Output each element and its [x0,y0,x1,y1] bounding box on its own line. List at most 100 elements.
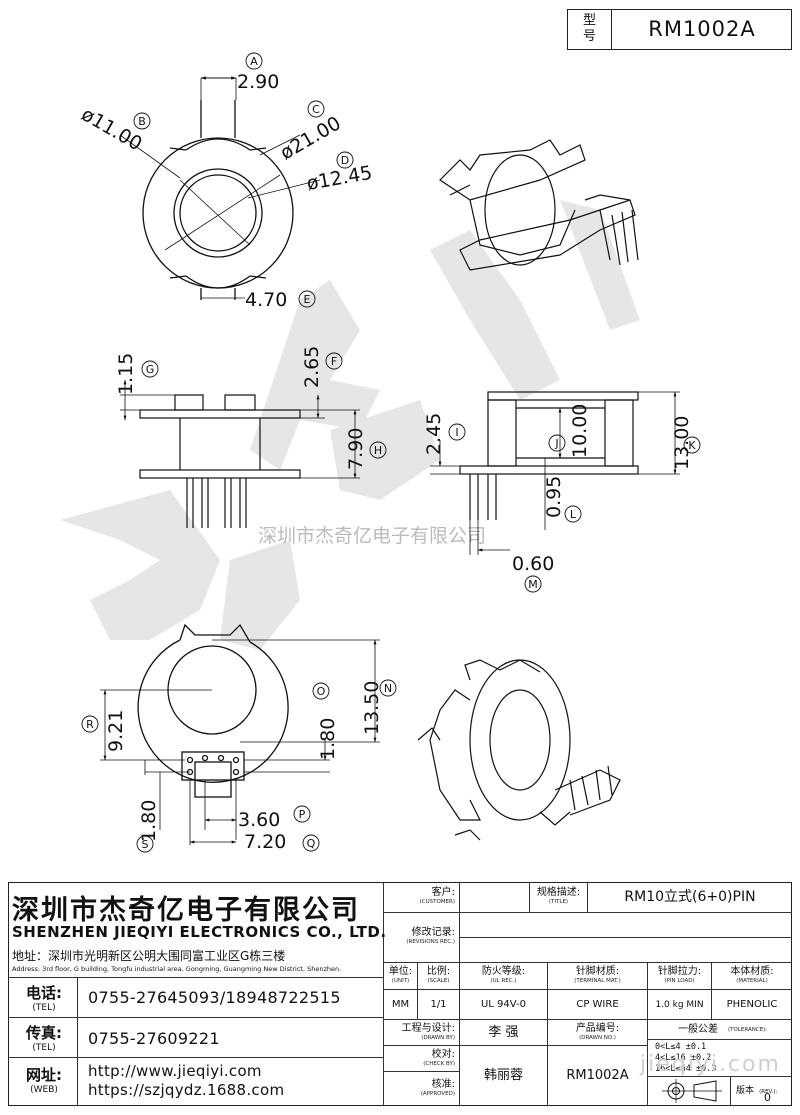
tolerance-label-cn: 一般公差 [678,1024,718,1035]
pinload-label-cell: 针脚拉力: (PIN LOAD) [648,963,712,990]
drawing-no-label-en: (DRAWN NO.) [579,1035,616,1041]
tolerance-table: 0<L≤4 ±0.1 4<L≤16 ±0.2 16<L≤64 ±0.3 [655,1042,716,1075]
side-view-2-dims: 2.45 10.00 13.00 0.95 0.60 [423,404,693,575]
projection-symbol-icon [662,1079,722,1103]
model-value: RM1002A [648,17,756,41]
web-label-cn: 网址: [26,1066,62,1084]
terminal-value: CP WIRE [548,990,648,1020]
dim-a: 2.90 [237,71,279,93]
tag-p: P [299,808,306,821]
web-row [8,1058,384,1106]
material-value: PHENOLIC [712,990,792,1020]
tolerance-row-1: 0<L≤4 ±0.1 [655,1042,707,1052]
unit-label-en: (UNIT) [391,978,410,984]
revisions-line-2 [460,938,792,963]
dim-q: 7.20 [244,831,286,853]
drawn-label-en: (DRAWN BY) [421,1035,455,1041]
dim-h: 7.90 [345,428,367,470]
unit-label-cell: 单位: (UNIT) [384,963,418,990]
tolerance-label-en: (TOLERANCE): [728,1027,768,1033]
web-label: 网址:(WEB) [14,1064,74,1095]
fax-label-en: (TEL) [32,1043,56,1053]
tag-m: M [528,578,538,591]
customer-label-cell: 客户: (CUSTOMER) [384,882,460,913]
model-label-top: 型 [582,13,596,28]
iso-view-2 [417,659,621,841]
dim-b: ø11.00 [78,103,146,155]
title-value: RM10立式(6+0)PIN [588,882,792,913]
fax-label: 传真:(TEL) [14,1022,74,1053]
revisions-label-en: (REVISIONS REC.) [406,939,455,945]
dim-m: 0.60 [512,553,554,575]
drawing-no-label-cell: 产品编号: (DRAWN NO.) [548,1020,648,1046]
company-address-cn: 地址：深圳市光明新区公明大围同富工业区G栋三楼 [12,949,286,963]
dim-g: 1.15 [115,353,137,395]
web-url-1[interactable]: http://www.jieqiyi.com [88,1062,262,1080]
drawn-value: 李 强 [460,1020,548,1046]
rev-value: 0 [764,1091,771,1104]
fax-row [8,1018,384,1058]
terminal-label-en: (TERMINAL MAT.) [574,978,621,984]
tel-value: 0755-27645093/18948722515 [88,988,341,1007]
fax-label-cn: 传真: [26,1024,62,1042]
scale-value: 1/1 [418,990,460,1020]
approved-label-cell: 核准: (APPROVED) [384,1072,460,1106]
revisions-label-cell: 修改记录: (REVISIONS REC.) [384,913,460,963]
approved-label-cn: 核准: [431,1079,455,1090]
rev-divider [648,1076,792,1077]
scale-label-en: (SCALE) [427,978,450,984]
terminal-label-cn: 针脚材质: [575,966,620,977]
dim-c: ø21.00 [277,112,345,164]
dim-o: 1.80 [317,718,339,760]
tag-f: F [331,355,337,368]
bottom-view-tags: R O N S P Q [81,679,397,853]
customer-value [460,882,530,913]
pinload-value: 1.0 kg MIN [648,990,712,1020]
drawing-no-label-cn: 产品编号: [575,1023,620,1034]
web-url-2[interactable]: https://szjqydz.1688.com [88,1081,285,1099]
tag-b: B [138,115,146,128]
tolerance-row-3: 16<L≤64 ±0.3 [655,1064,717,1074]
dim-j: 10.00 [569,404,591,458]
company-section [8,882,384,978]
terminal-label-cell: 针脚材质: (TERMINAL MAT.) [548,963,648,990]
tolerance-header: 一般公差 (TOLERANCE): [648,1020,792,1040]
dim-d: ø12.45 [305,162,374,195]
tag-q: Q [307,837,316,850]
dim-s: 1.80 [138,800,160,842]
side-view-1-tags: G F H [141,352,387,459]
rev-cell-divider [730,1077,731,1106]
watermark-logo [60,200,640,650]
web-label-en: (WEB) [30,1085,58,1095]
bottom-view-dims: 9.21 1.80 13.50 1.80 3.60 7.20 [105,681,383,853]
company-address-en: Address: 3rd floor, G building, Tongfu i… [12,965,342,973]
pinload-label-en: (PIN LOAD) [664,978,695,984]
dim-e: 4.70 [245,289,287,311]
tel-label-en: (TEL) [32,1003,56,1013]
title-label-en: (TITLE) [548,899,569,905]
tel-label: 电话:(TEL) [14,982,74,1013]
fax-value: 0755-27609221 [88,1029,220,1048]
top-view [119,76,321,300]
tag-i: I [455,426,458,439]
tel-label-cn: 电话: [26,984,62,1002]
approved-label-en: (APPROVED) [420,1091,455,1097]
watermark-text: 深圳市杰奇亿电子有限公司 [258,525,486,547]
material-label-cell: 本体材质: (MATERIAL) [712,963,792,990]
customer-label-cn: 客户: [431,887,455,898]
dim-f: 2.65 [301,346,323,388]
tag-h: H [374,444,382,457]
dim-n: 13.50 [361,681,383,735]
model-box: 型 号 RM1002A [567,9,792,50]
tolerance-row-2: 4<L≤16 ±0.2 [655,1053,712,1063]
title-label-cn: 规格描述: [536,887,581,898]
checked-label-cell: 校对: (CHECK BY) [384,1046,460,1072]
ul-label-cn: 防火等级: [481,966,526,977]
tag-d: D [341,154,349,167]
ul-value: UL 94V-0 [460,990,548,1020]
tag-r: R [86,718,94,731]
tag-j: J [554,437,558,450]
title-label-cell: 规格描述: (TITLE) [530,882,588,913]
title-block [8,882,792,1106]
